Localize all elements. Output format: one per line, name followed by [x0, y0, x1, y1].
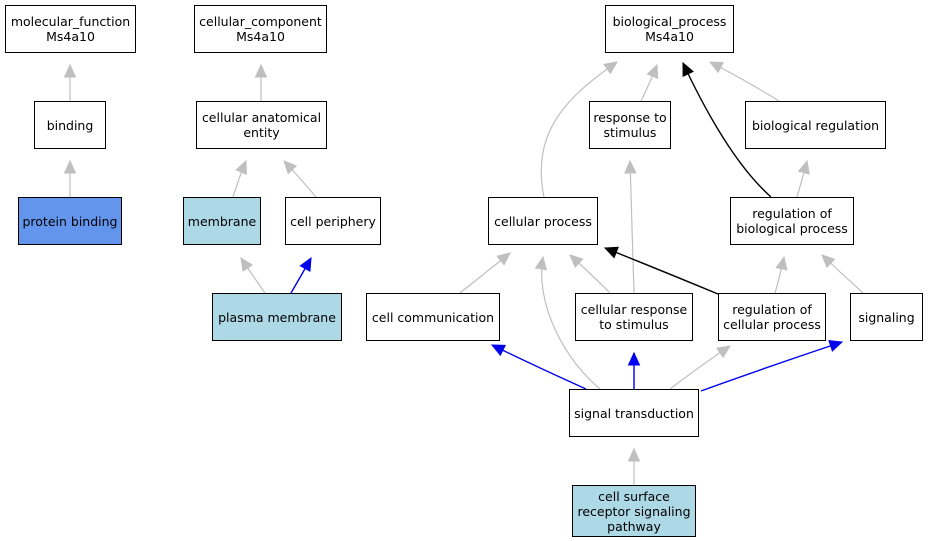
node-label: membrane [187, 213, 257, 229]
edge-is-a [540, 61, 618, 198]
node-cellular-component[interactable]: cellular_component Ms4a10 [194, 5, 327, 53]
node-cellular-process[interactable]: cellular process [488, 197, 598, 245]
edge-regulates [682, 62, 772, 198]
edge-arrowhead [283, 160, 298, 175]
node-label: signal transduction [574, 405, 694, 421]
node-label: cell communication [371, 309, 495, 325]
node-biological-process[interactable]: biological_process Ms4a10 [605, 5, 734, 53]
edge-arrowhead [828, 339, 844, 352]
node-plasma-membrane[interactable]: plasma membrane [212, 293, 342, 341]
node-label: biological regulation [751, 117, 880, 133]
node-cellular-response-to-stimulus[interactable]: cellular response to stimulus [575, 293, 693, 341]
node-label: cellular process [494, 213, 592, 229]
node-label: protein binding [22, 213, 118, 229]
edge-arrowhead [235, 159, 247, 175]
edge-arrowhead [496, 252, 511, 266]
node-label: cellular_component Ms4a10 [199, 14, 322, 44]
edge-arrowhead [569, 254, 584, 269]
node-molecular-function[interactable]: molecular_function Ms4a10 [5, 5, 136, 53]
node-cellular-anatomical-entity[interactable]: cellular anatomical entity [196, 101, 327, 149]
node-biological-regulation[interactable]: biological regulation [745, 101, 886, 149]
node-cell-surface-receptor-signaling-pathway[interactable]: cell surface receptor signaling pathway [572, 485, 696, 537]
node-response-to-stimulus[interactable]: response to stimulus [589, 101, 671, 149]
node-label: response to stimulus [593, 110, 667, 140]
node-signal-transduction[interactable]: signal transduction [569, 389, 699, 437]
node-cell-communication[interactable]: cell communication [366, 293, 500, 341]
node-binding[interactable]: binding [34, 101, 106, 149]
node-label: cellular response to stimulus [580, 302, 688, 332]
edge-part-of [491, 344, 587, 390]
edge-arrowhead [821, 254, 836, 269]
node-label: biological_process Ms4a10 [612, 14, 727, 44]
edge-arrowhead [63, 159, 77, 174]
node-label: binding [46, 117, 94, 133]
edge-arrowhead [646, 63, 659, 79]
edge-arrowhead [490, 344, 506, 357]
edge-arrowhead [716, 345, 731, 359]
edge-arrowhead [624, 159, 637, 174]
edge-arrowhead [534, 255, 548, 271]
edge-arrowhead [63, 63, 77, 78]
node-cell-periphery[interactable]: cell periphery [285, 197, 381, 245]
edge-arrowhead [254, 63, 268, 78]
node-label: cell periphery [290, 213, 376, 229]
edge-arrowhead [603, 61, 618, 75]
node-signaling[interactable]: signaling [850, 293, 923, 341]
edge-arrowhead [682, 61, 694, 77]
edge-part-of [700, 341, 843, 392]
node-label: regulation of biological process [736, 206, 848, 236]
edge-arrowhead [603, 246, 619, 259]
node-membrane[interactable]: membrane [183, 197, 261, 245]
node-label: cellular anatomical entity [201, 110, 322, 140]
edge-arrowhead [708, 61, 724, 74]
node-label: signaling [858, 309, 915, 325]
edge-is-a [629, 160, 635, 294]
node-label: regulation of cellular process [723, 302, 821, 332]
node-protein-binding[interactable]: protein binding [18, 197, 122, 245]
node-regulation-of-cellular-process[interactable]: regulation of cellular process [718, 293, 826, 341]
node-label: cell surface receptor signaling pathway [577, 488, 691, 534]
edge-regulates [604, 247, 719, 295]
edge-arrowhead [627, 447, 641, 462]
edge-arrowhead [240, 257, 254, 272]
edge-arrowhead [797, 159, 810, 175]
edge-arrowhead [775, 255, 788, 271]
edge-is-a [541, 256, 601, 390]
edge-arrowhead [299, 256, 312, 272]
node-label: molecular_function Ms4a10 [10, 14, 131, 44]
node-label: plasma membrane [218, 309, 336, 325]
edge-arrowhead [627, 351, 641, 366]
node-regulation-of-biological-process[interactable]: regulation of biological process [730, 197, 854, 245]
